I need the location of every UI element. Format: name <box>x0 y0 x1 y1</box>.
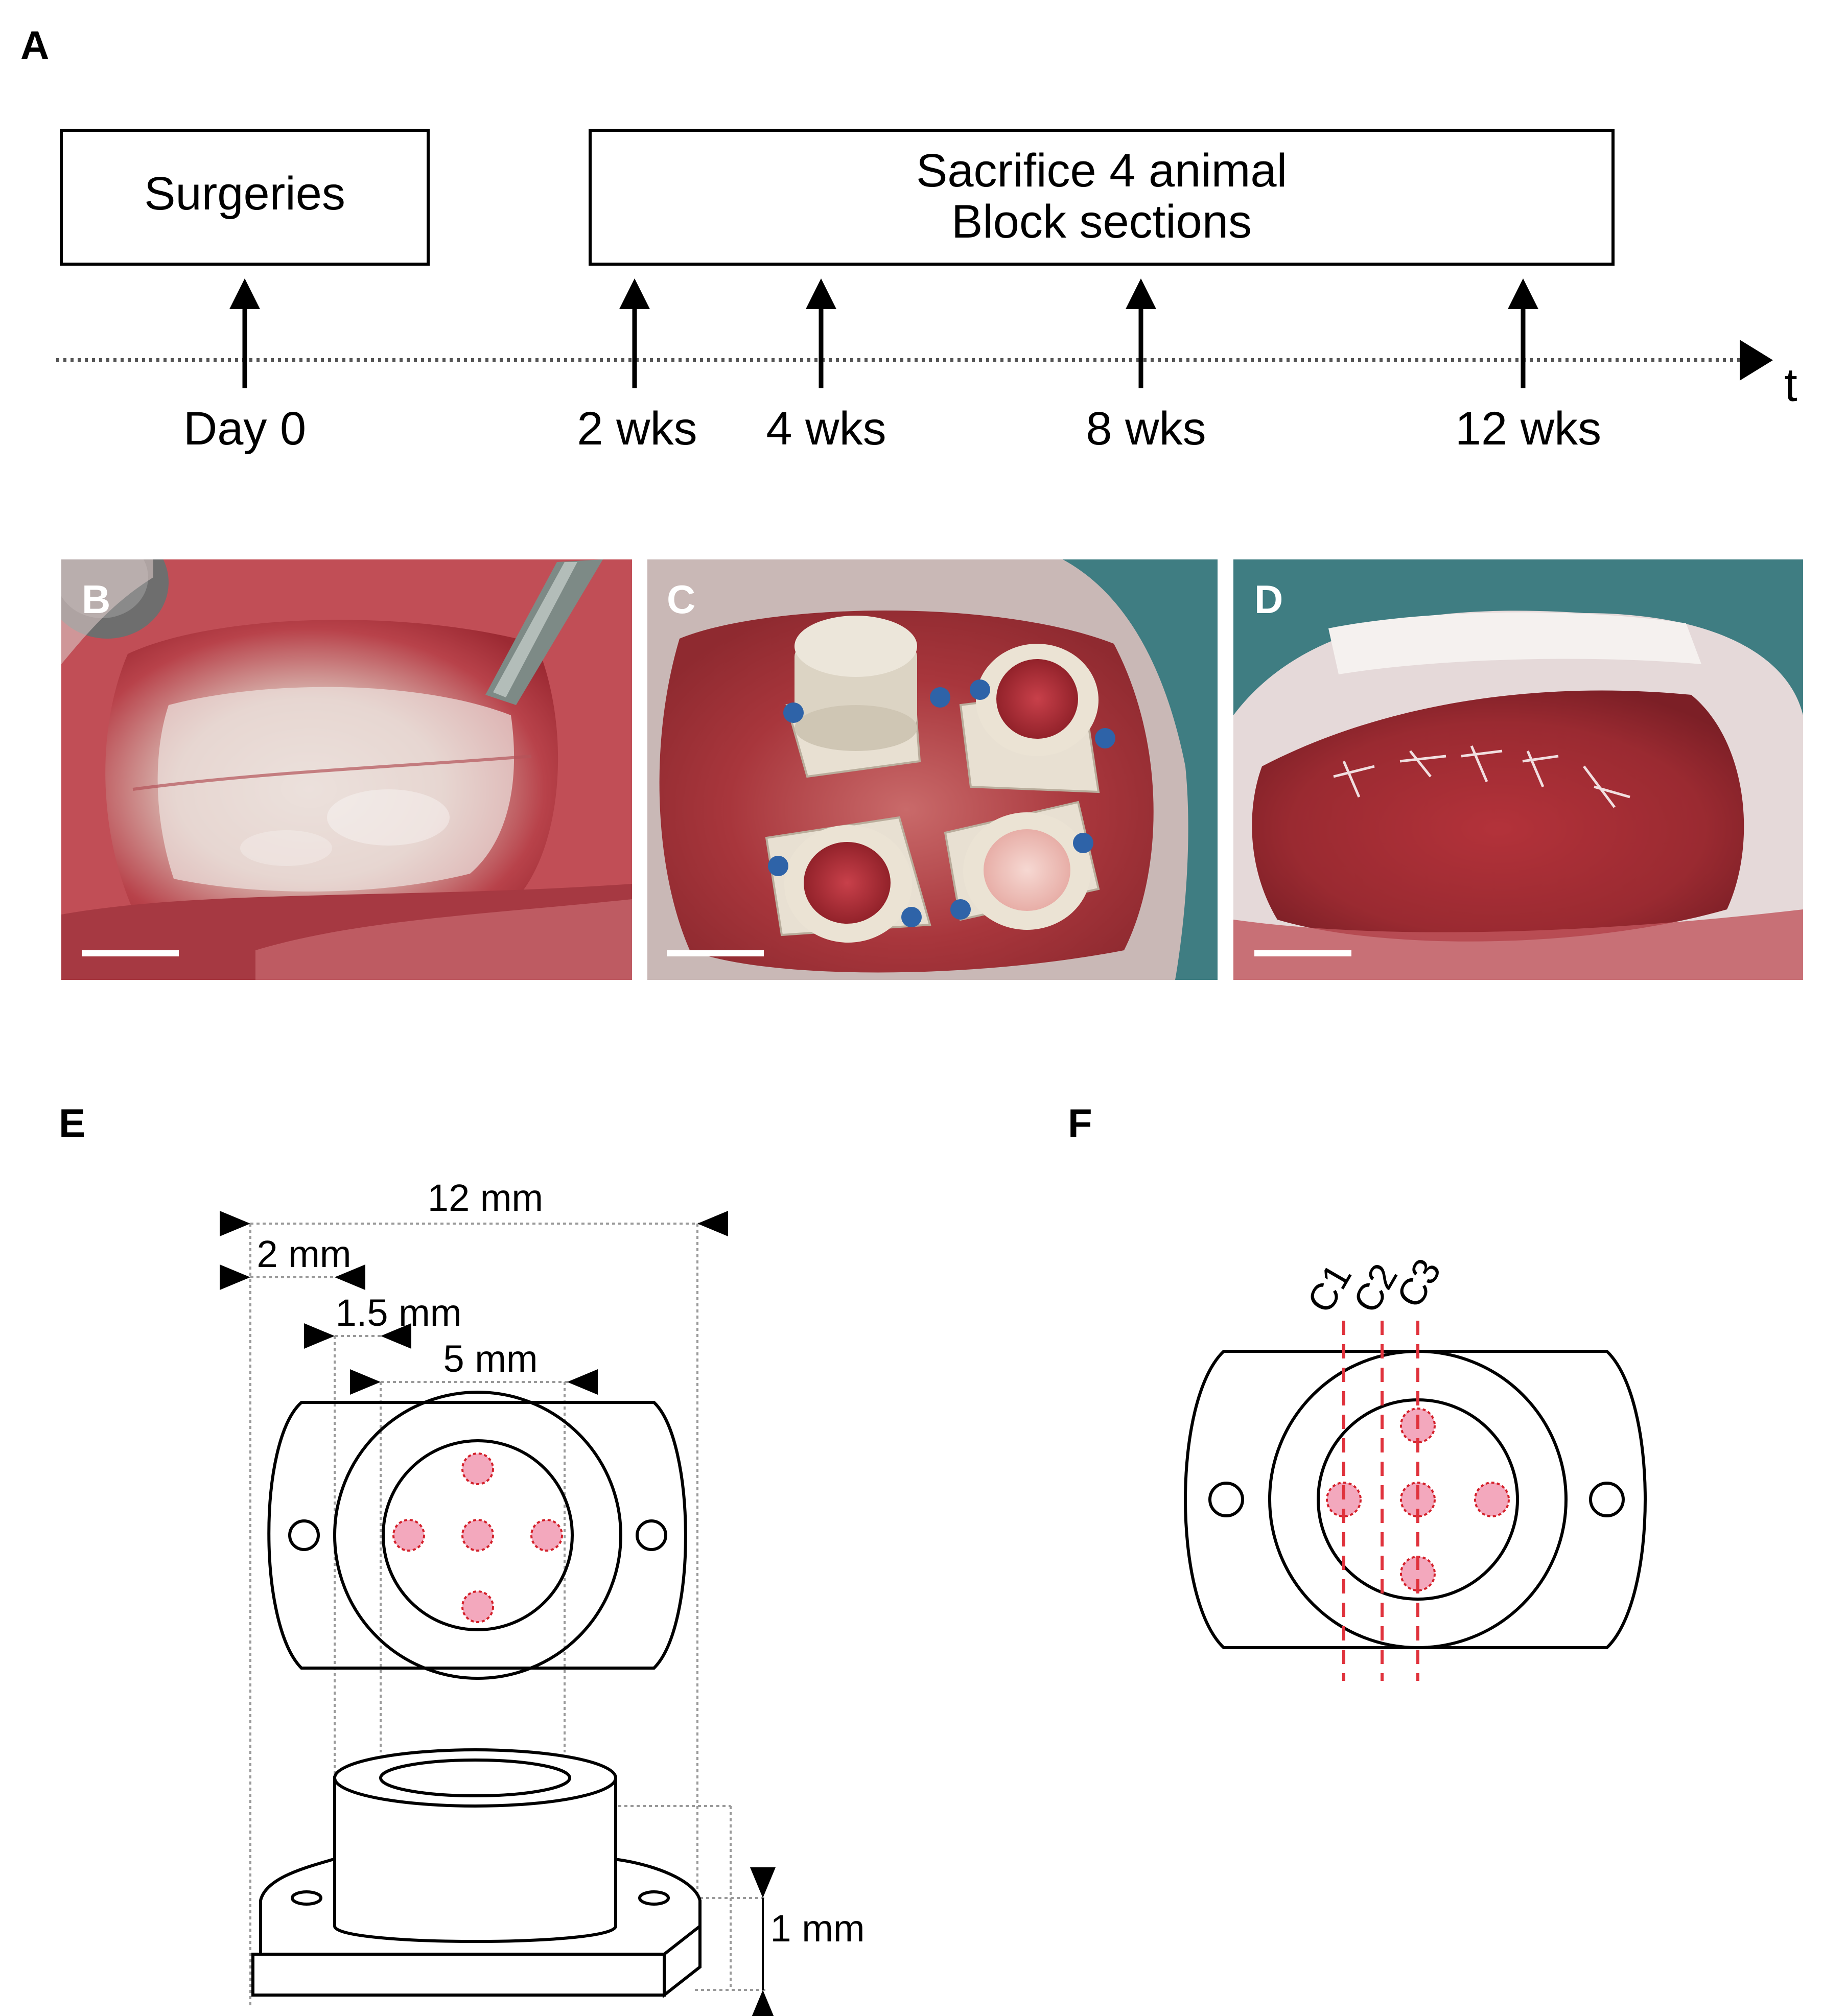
dim-1mm-label: 1 mm <box>770 1907 865 1950</box>
cut-label-c3: C3 <box>1388 1252 1449 1315</box>
timepoint-arrows <box>229 278 1538 388</box>
panel-e: E <box>59 1100 865 2016</box>
dim-1-5mm-label: 1.5 mm <box>336 1292 462 1334</box>
surgeries-label: Surgeries <box>144 168 345 220</box>
panel-a-letter: A <box>20 22 49 67</box>
dim-5mm-label: 5 mm <box>443 1338 538 1380</box>
timepoint-2wks: 2 wks <box>577 403 697 455</box>
time-axis-arrowhead <box>1740 340 1773 381</box>
panel-f: F C1 C2 C3 <box>1068 1100 1647 1681</box>
implant-bottom-left <box>765 816 931 943</box>
cut-lines <box>1342 1321 1419 1681</box>
panel-f-letter: F <box>1068 1100 1092 1145</box>
surgeries-box <box>60 129 430 266</box>
panel-b-photo: B <box>61 559 632 980</box>
panel-b-letter: B <box>82 577 110 622</box>
implant-3d-view <box>251 1748 702 1999</box>
implant-top-view <box>267 1391 687 1680</box>
sacrifice-box <box>589 129 1615 266</box>
panel-d-letter: D <box>1254 577 1283 622</box>
dim-12mm-label: 12 mm <box>428 1177 543 1219</box>
panel-a: A Surgeries Sacrifice 4 animal Block sec… <box>20 22 1797 455</box>
panel-c-scale-bar <box>667 950 764 956</box>
sacrifice-label-line1: Sacrifice 4 animal <box>916 145 1287 197</box>
sample-points-e <box>392 1452 563 1623</box>
timepoint-4wks: 4 wks <box>766 403 886 455</box>
implant-top-left <box>783 616 950 778</box>
dim-2mm-label: 2 mm <box>257 1233 352 1275</box>
panel-c-photo: C <box>647 559 1218 980</box>
timepoint-8wks: 8 wks <box>1086 403 1206 455</box>
timepoint-day0: Day 0 <box>183 403 306 455</box>
panel-c-letter: C <box>667 577 695 622</box>
time-axis-label: t <box>1784 359 1797 411</box>
implant-top-right <box>959 644 1115 793</box>
panel-d-photo: D <box>1233 559 1803 980</box>
timepoint-12wks: 12 wks <box>1455 403 1601 455</box>
panel-d-scale-bar <box>1254 950 1351 956</box>
implant-bottom-right <box>944 801 1100 930</box>
sacrifice-label-line2: Block sections <box>951 196 1252 248</box>
dimension-arrows <box>220 1211 776 2016</box>
panel-e-letter: E <box>59 1100 85 1145</box>
panel-b-scale-bar <box>82 950 179 956</box>
